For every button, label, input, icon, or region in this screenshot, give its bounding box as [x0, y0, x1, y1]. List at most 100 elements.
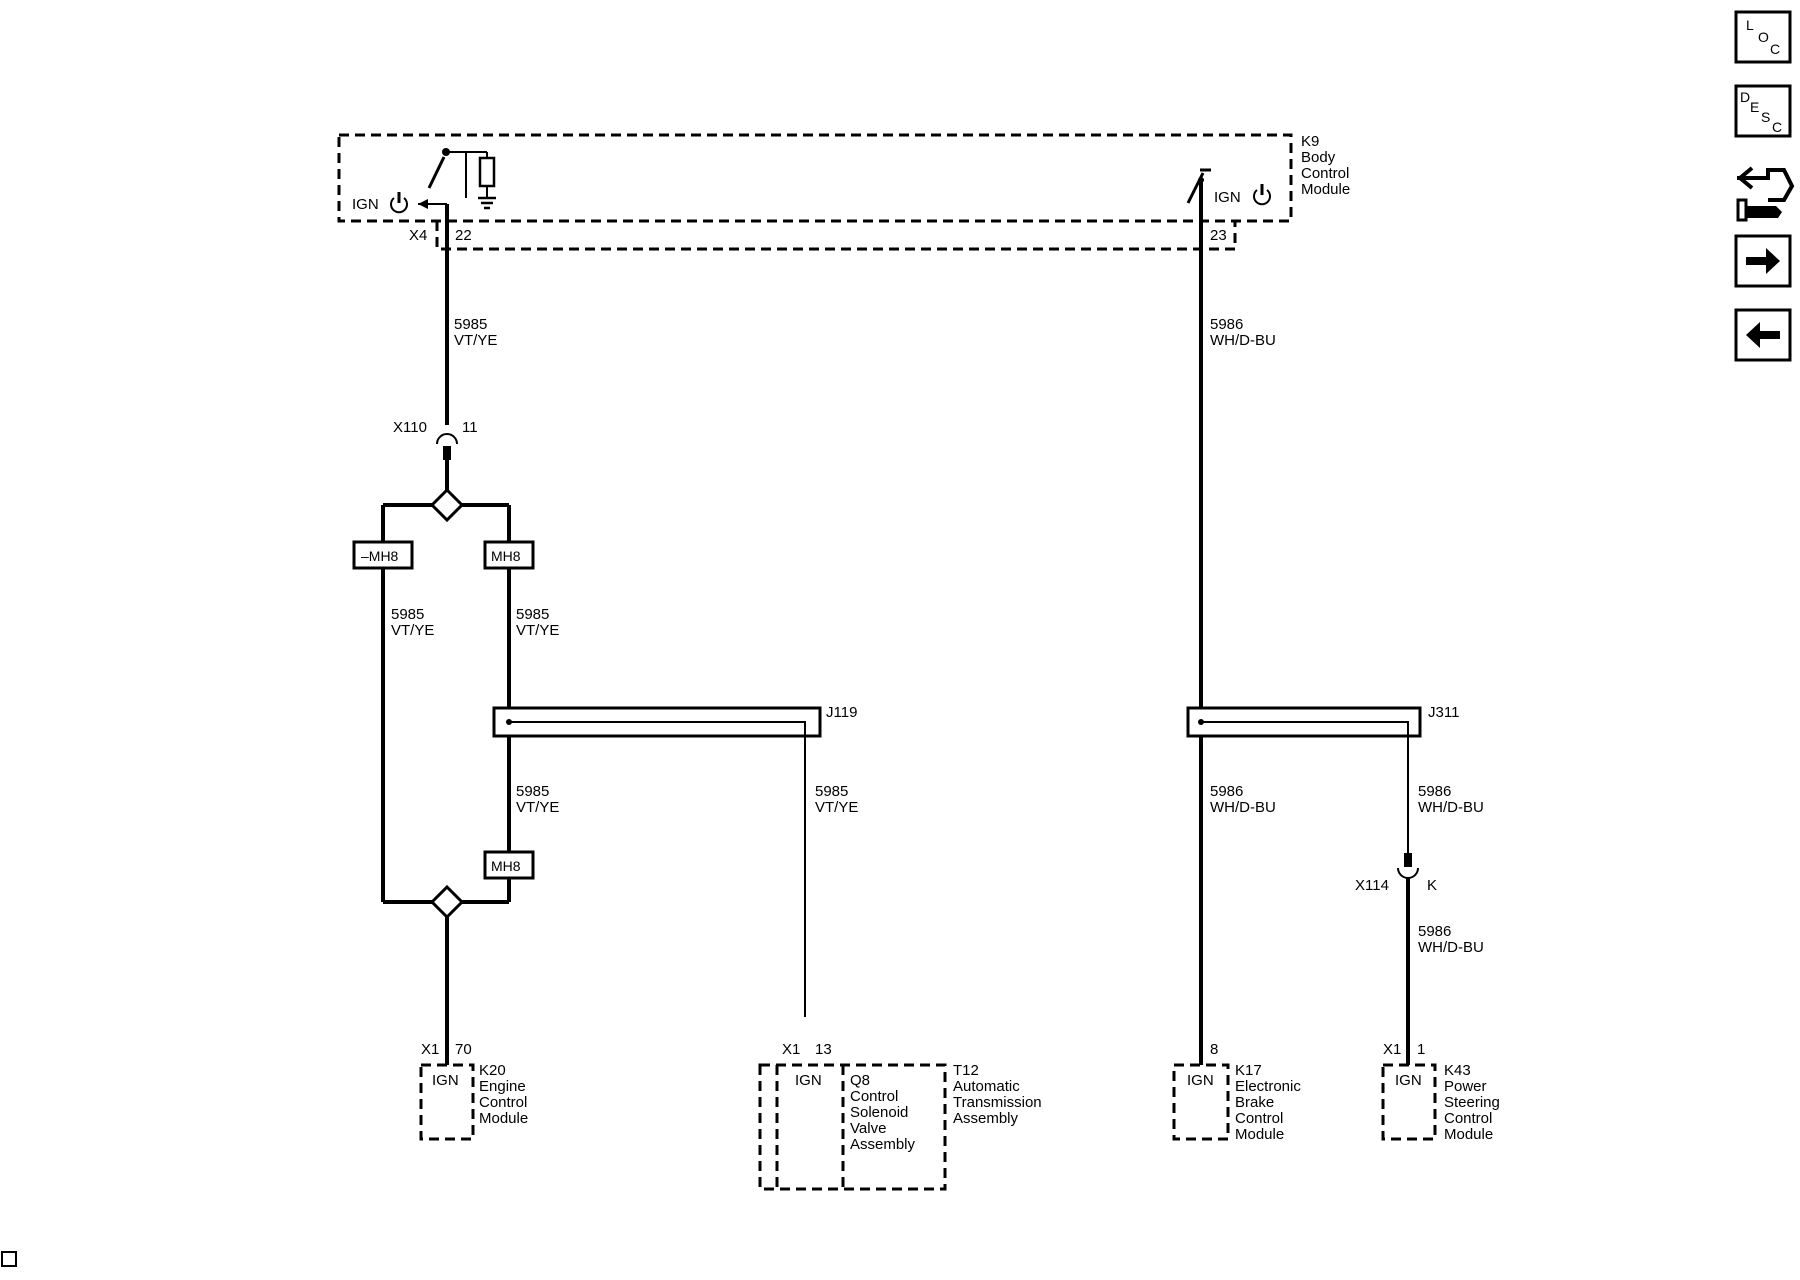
connector-wrench-icon: [1736, 166, 1795, 222]
svg-text:T12: T12: [953, 1062, 979, 1079]
k9-name-line2: Control: [1301, 165, 1349, 182]
power-icon: [1253, 184, 1271, 206]
j311-splice-pack[interactable]: J311: [1186, 704, 1459, 855]
svg-text:8: 8: [1210, 1041, 1218, 1058]
svg-text:IGN: IGN: [1395, 1072, 1422, 1089]
svg-text:Engine: Engine: [479, 1078, 526, 1095]
svg-text:Transmission: Transmission: [953, 1094, 1042, 1111]
svg-text:13: 13: [815, 1041, 832, 1058]
next-page-button[interactable]: [1734, 234, 1792, 288]
k9-pin-22-label: 22: [455, 227, 472, 244]
loc-icon: L O C: [1746, 17, 1780, 57]
svg-text:Electronic: Electronic: [1235, 1078, 1301, 1095]
corner-checkbox[interactable]: [1, 1251, 17, 1267]
arrow-right-icon: [1746, 248, 1780, 274]
svg-text:Steering: Steering: [1444, 1094, 1500, 1111]
svg-text:Assembly: Assembly: [850, 1136, 916, 1153]
svg-text:MH8: MH8: [491, 548, 521, 564]
svg-text:5985: 5985: [516, 783, 549, 800]
svg-text:Power: Power: [1444, 1078, 1487, 1095]
svg-text:5986: 5986: [1210, 783, 1243, 800]
switch-icon: [418, 148, 467, 209]
mh8-ground-label: MH8: [483, 850, 535, 880]
svg-text:J311: J311: [1428, 704, 1459, 721]
svg-text:C: C: [1772, 119, 1782, 135]
svg-text:5985: 5985: [516, 606, 549, 623]
k17-electronic-brake-control-module[interactable]: 8 IGN K17 Electronic Brake Control Modul…: [1172, 1041, 1301, 1143]
svg-text:MH8: MH8: [491, 858, 521, 874]
svg-text:70: 70: [455, 1041, 472, 1058]
svg-text:K43: K43: [1444, 1062, 1471, 1079]
svg-text:WH/D-BU: WH/D-BU: [1210, 332, 1276, 349]
resistor-ground-icon: [466, 151, 496, 210]
svg-text:IGN: IGN: [1187, 1072, 1214, 1089]
svg-text:5985: 5985: [391, 606, 424, 623]
svg-text:S: S: [1761, 109, 1770, 125]
k43-power-steering-control-module[interactable]: X1 1 IGN K43 Power Steering Control Modu…: [1381, 1041, 1500, 1143]
svg-text:5986: 5986: [1418, 783, 1451, 800]
svg-text:Assembly: Assembly: [953, 1110, 1019, 1127]
svg-text:X110: X110: [393, 419, 427, 436]
svg-text:Module: Module: [479, 1110, 528, 1127]
svg-text:WH/D-BU: WH/D-BU: [1418, 939, 1484, 956]
svg-text:WH/D-BU: WH/D-BU: [1418, 799, 1484, 816]
k9-body-control-module[interactable]: K9 Body Control Module IGN: [337, 133, 1350, 251]
previous-page-button[interactable]: [1734, 308, 1792, 362]
svg-text:–MH8: –MH8: [361, 548, 399, 564]
desc-icon: D E S C: [1740, 89, 1782, 135]
svg-text:E: E: [1750, 99, 1759, 115]
svg-text:Valve: Valve: [850, 1120, 886, 1137]
svg-text:IGN: IGN: [432, 1072, 459, 1089]
svg-text:Automatic: Automatic: [953, 1078, 1020, 1095]
connector-wrench-button[interactable]: [1736, 166, 1795, 222]
svg-text:1: 1: [1417, 1041, 1425, 1058]
svg-text:5986: 5986: [1210, 316, 1243, 333]
svg-text:VT/YE: VT/YE: [391, 622, 434, 639]
svg-text:X1: X1: [782, 1041, 800, 1058]
svg-text:Control: Control: [850, 1088, 898, 1105]
nav-loc-button[interactable]: L O C: [1734, 10, 1792, 64]
svg-text:VT/YE: VT/YE: [815, 799, 858, 816]
nav-desc-button[interactable]: D E S C: [1734, 84, 1792, 138]
j119-splice-pack[interactable]: J119: [492, 704, 857, 1017]
svg-text:VT/YE: VT/YE: [454, 332, 497, 349]
svg-text:Module: Module: [1235, 1126, 1284, 1143]
svg-text:X1: X1: [421, 1041, 439, 1058]
svg-text:VT/YE: VT/YE: [516, 622, 559, 639]
svg-text:K20: K20: [479, 1062, 506, 1079]
splice-diamond: [429, 487, 465, 523]
k9-name-line3: Module: [1301, 181, 1350, 198]
circuit-5986: 5986 WH/D-BU J311 5986 WH/D-BU 5986 WH/D…: [1186, 180, 1484, 1065]
svg-text:5985: 5985: [454, 316, 487, 333]
svg-text:Control: Control: [1444, 1110, 1492, 1127]
svg-text:K: K: [1427, 877, 1437, 894]
svg-text:Control: Control: [1235, 1110, 1283, 1127]
svg-text:5986: 5986: [1418, 923, 1451, 940]
svg-text:Module: Module: [1444, 1126, 1493, 1143]
k9-id: K9: [1301, 133, 1319, 150]
circuit-5985: 5985 VT/YE X110 11 –MH8 MH8 5985 VT/YE 5…: [352, 204, 858, 1065]
arrow-left-icon: [1746, 322, 1780, 348]
svg-text:5985: 5985: [815, 783, 848, 800]
svg-text:K17: K17: [1235, 1062, 1262, 1079]
k9-pin-23-label: 23: [1210, 227, 1227, 244]
svg-text:L: L: [1746, 17, 1754, 33]
k9-connector-label: X4: [409, 227, 427, 244]
mh8-ground-label: MH8: [483, 540, 535, 570]
power-icon: [390, 192, 408, 214]
svg-text:D: D: [1740, 89, 1750, 105]
svg-text:Solenoid: Solenoid: [850, 1104, 908, 1121]
x114-inline-connector[interactable]: X114 K: [1355, 853, 1437, 894]
k9-name-line1: Body: [1301, 149, 1336, 166]
k9-ign-left-label: IGN: [352, 196, 379, 213]
svg-text:X1: X1: [1383, 1041, 1401, 1058]
svg-text:O: O: [1758, 29, 1769, 45]
splice-diamond: [429, 884, 465, 920]
svg-text:IGN: IGN: [795, 1072, 822, 1089]
svg-text:VT/YE: VT/YE: [516, 799, 559, 816]
k20-engine-control-module[interactable]: X1 70 IGN K20 Engine Control Module: [419, 1041, 528, 1141]
svg-text:Control: Control: [479, 1094, 527, 1111]
t12-automatic-transmission-assembly[interactable]: X1 13 IGN Q8 Control Solenoid Valve Asse…: [758, 1041, 1042, 1191]
x110-inline-connector[interactable]: X110 11: [393, 419, 478, 460]
